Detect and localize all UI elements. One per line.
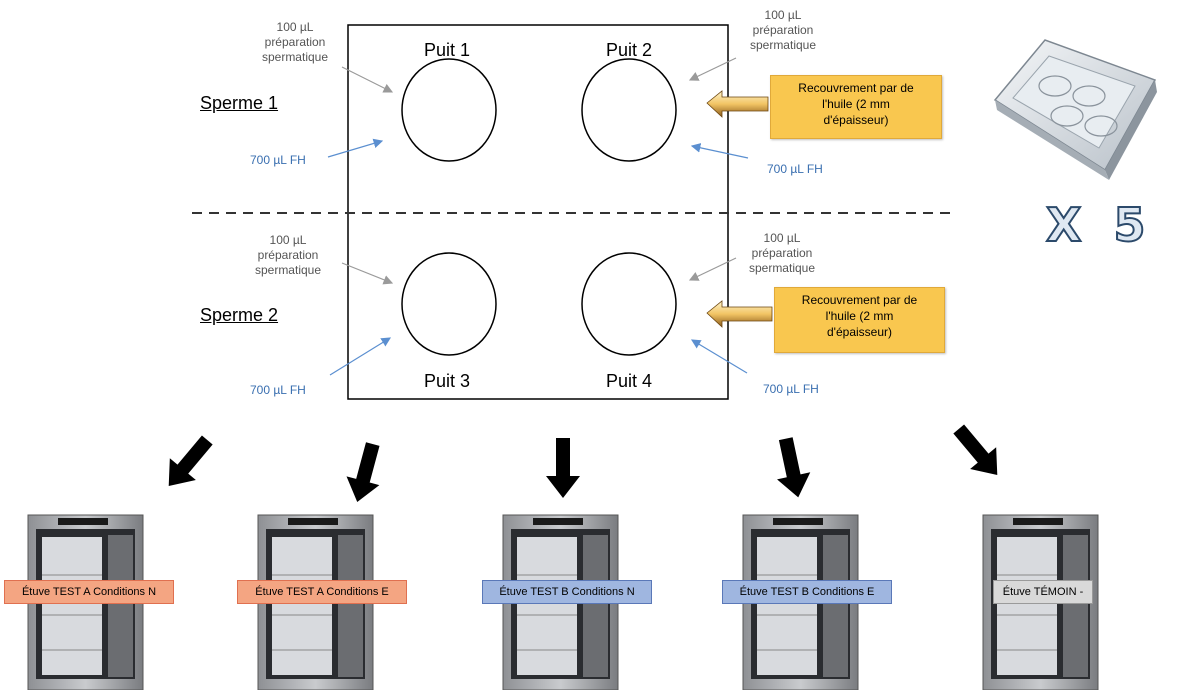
sperm-group-1-label: Sperme 1: [200, 93, 279, 113]
prep-line: spermatique: [254, 263, 322, 277]
prep-arrow-3: [341, 262, 394, 285]
prep-line: préparation: [257, 248, 319, 262]
big-arrow-1: [168, 435, 213, 486]
oil-line-3: d'épaisseur): [827, 325, 892, 339]
well-4: [581, 252, 677, 356]
prep-line: préparation: [264, 35, 326, 49]
prep-label-2: 100 µL préparation spermatique: [733, 8, 833, 53]
well-2-label: Puit 2: [606, 40, 653, 60]
prep-amount: 100 µL: [764, 8, 802, 22]
prep-amount: 100 µL: [269, 233, 307, 247]
well-4-label: Puit 4: [606, 371, 653, 391]
prep-label-3: 100 µL préparation spermatique: [238, 233, 338, 278]
prep-arrow-2: [688, 57, 737, 81]
prep-line: préparation: [751, 246, 813, 260]
multiplier-label: X 5: [1045, 197, 1154, 253]
fh-arrow-1: [327, 138, 384, 158]
fh-arrow-4: [690, 339, 748, 374]
fh-label-4: 700 µL FH: [763, 382, 819, 396]
prep-line: préparation: [752, 23, 814, 37]
well-2: [581, 58, 677, 162]
oil-line-1: Recouvrement par de: [801, 293, 918, 307]
well-1: [401, 58, 497, 162]
oil-line-1: Recouvrement par de: [798, 81, 914, 95]
prep-label-1: 100 µL préparation spermatique: [245, 20, 345, 65]
oil-line-2: l'huile (2 mm: [822, 97, 890, 111]
sperm-group-2-label: Sperme 2: [200, 305, 279, 325]
prep-arrow-1: [341, 66, 394, 93]
prep-amount: 100 µL: [276, 20, 314, 34]
incubator-label-1: Étuve TEST A Conditions N: [4, 580, 174, 604]
prep-arrow-4: [688, 257, 737, 281]
fh-label-2: 700 µL FH: [767, 162, 823, 176]
oil-line-2: l'huile (2 mm: [825, 309, 894, 323]
well-3-label: Puit 3: [424, 371, 471, 391]
prep-label-4: 100 µL préparation spermatique: [732, 231, 832, 276]
oil-arrow-1: [706, 90, 769, 118]
oil-arrow-2: [706, 300, 773, 328]
fh-label-3: 700 µL FH: [250, 383, 306, 397]
oil-overlay-box-1: Recouvrement par de l'huile (2 mm d'épai…: [770, 75, 942, 139]
fh-arrow-2: [690, 143, 749, 159]
fh-label-1: 700 µL FH: [250, 153, 306, 167]
well-3: [401, 252, 497, 356]
big-arrow-2: [346, 442, 380, 502]
big-arrow-3: [546, 438, 580, 498]
prep-line: spermatique: [261, 50, 329, 64]
big-arrow-4: [777, 437, 811, 498]
culture-plate-image: [993, 39, 1157, 180]
oil-overlay-box-2: Recouvrement par de l'huile (2 mm d'épai…: [774, 287, 945, 353]
prep-line: spermatique: [749, 38, 817, 52]
well-1-label: Puit 1: [424, 40, 471, 60]
incubator-label-2: Étuve TEST A Conditions E: [237, 580, 407, 604]
prep-line: spermatique: [748, 261, 816, 275]
fh-arrow-3: [329, 337, 392, 376]
incubator-label-5: Étuve TÉMOIN -: [993, 580, 1093, 604]
oil-line-3: d'épaisseur): [823, 113, 889, 127]
big-arrow-5: [953, 424, 998, 475]
incubator-label-4: Étuve TEST B Conditions E: [722, 580, 892, 604]
prep-amount: 100 µL: [763, 231, 801, 245]
incubator-label-3: Étuve TEST B Conditions N: [482, 580, 652, 604]
